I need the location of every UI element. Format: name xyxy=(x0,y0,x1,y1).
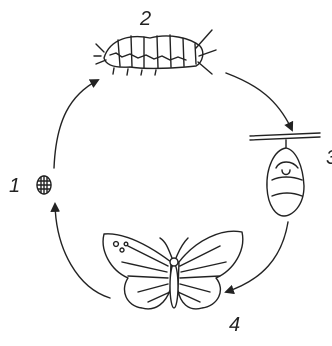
stage-number-1: 1 xyxy=(9,175,20,197)
arrow-butterfly-to-egg xyxy=(55,204,110,298)
stage-number-3: 3 xyxy=(326,147,332,169)
arrow-caterpillar-to-chrysalis xyxy=(226,73,292,130)
butterfly-icon xyxy=(103,231,243,309)
stage-number-2: 2 xyxy=(139,8,151,30)
chrysalis-icon xyxy=(250,133,320,216)
arrow-egg-to-caterpillar xyxy=(54,80,98,168)
caterpillar-icon xyxy=(94,30,216,75)
egg-icon xyxy=(37,176,51,194)
stage-number-4: 4 xyxy=(229,314,240,336)
